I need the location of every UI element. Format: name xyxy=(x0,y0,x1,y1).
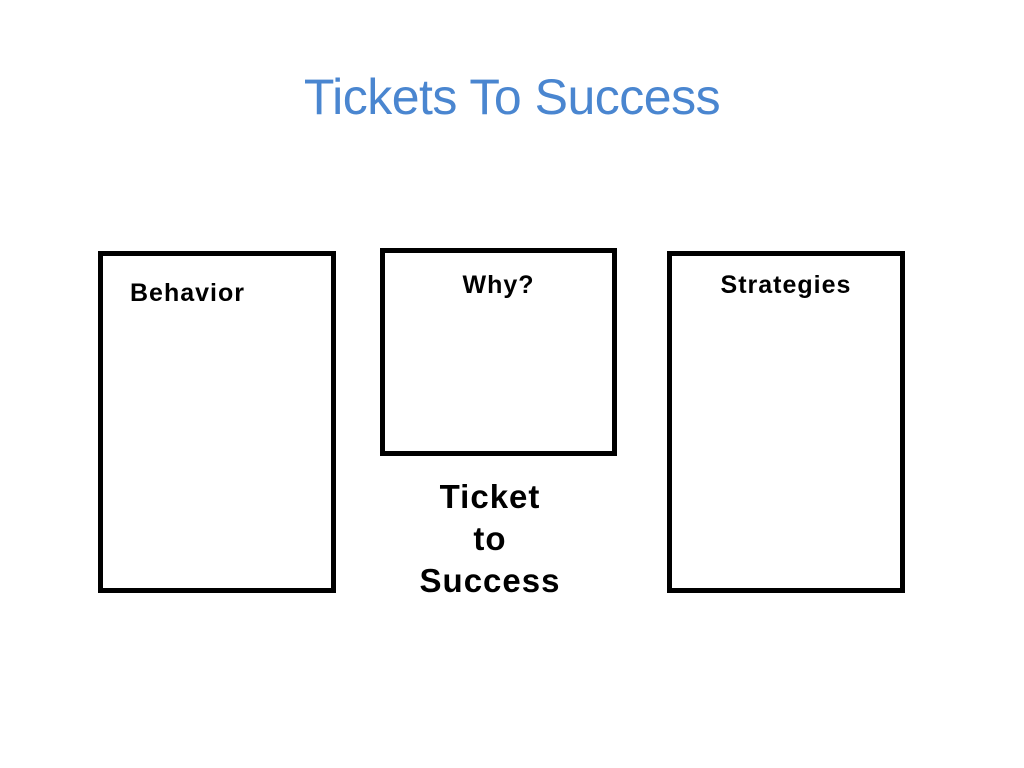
ticket-to-success-caption: Ticket to Success xyxy=(380,476,600,602)
strategies-label: Strategies xyxy=(720,271,852,299)
why-box: Why? xyxy=(380,248,617,456)
strategies-box: Strategies xyxy=(667,251,905,593)
caption-line-3: Success xyxy=(419,562,561,599)
slide-title: Tickets To Success xyxy=(303,69,721,125)
behavior-box: Behavior xyxy=(98,251,336,593)
why-label: Why? xyxy=(462,271,535,299)
behavior-label: Behavior xyxy=(130,279,245,307)
caption-line-2: to xyxy=(473,520,507,557)
caption-line-1: Ticket xyxy=(439,478,541,515)
